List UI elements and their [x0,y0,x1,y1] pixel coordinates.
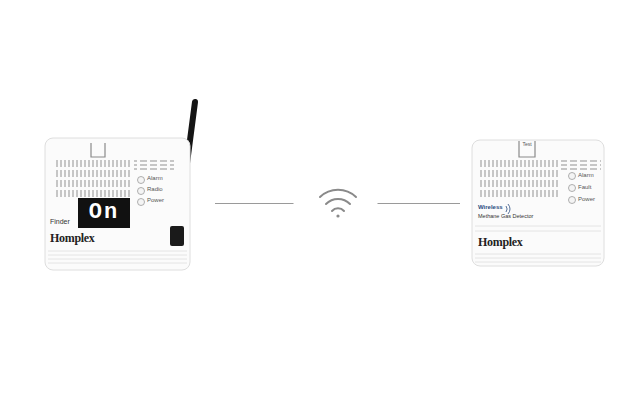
brand-logo: Homplex [50,232,95,246]
housing-line [475,226,601,227]
housing-line [475,254,601,255]
test-button [519,141,535,157]
finder-receiver-box: AlarmRadioPower OnFinderHomplex [45,138,190,270]
led-label: Fault [578,184,591,191]
finder-receiver [45,102,195,270]
vent-slots [134,158,174,172]
housing-line [475,231,601,232]
housing-line [475,262,601,263]
gas-detector-box: TestAlarmFaultPowerWirelessMethane Gas D… [472,140,604,266]
led-label: Power [147,197,164,204]
status-led [569,197,576,204]
top-notch [91,143,105,157]
wifi-arc [332,208,344,211]
wifi-arc [320,190,356,197]
device-body [472,140,604,266]
mini-wifi-icon [506,204,510,214]
housing-lines [48,251,187,263]
product-type: Wireless [478,204,503,211]
status-led [138,188,145,195]
wireless-link [215,203,460,204]
led-label: Alarm [147,175,163,182]
status-led [138,177,145,184]
wifi-arc [506,206,507,212]
housing-line [48,263,187,264]
product-name: Methane Gas Detector [478,213,533,219]
display-readout: On [78,198,130,228]
wifi-arc [508,204,510,214]
device-body [45,138,190,270]
vent-slots [55,158,131,198]
status-led [569,185,576,192]
button-label: Test [520,142,534,148]
led-label: Radio [147,186,163,193]
wifi-symbol [320,190,356,218]
status-led [138,199,145,206]
wifi-dot [336,214,339,217]
led-label: Alarm [578,172,594,179]
antenna-base [170,226,184,246]
vent-slots [478,160,558,200]
model-name: Finder [50,218,70,226]
brand-logo: Homplex [478,236,523,250]
vent-slots [561,158,601,170]
led-label: Power [578,196,595,203]
status-led [569,173,576,180]
gas-detector [472,140,604,266]
housing-line [48,251,187,252]
housing-line [48,255,187,256]
housing-lines [475,226,601,262]
housing-line [48,259,187,260]
wifi-arc [326,199,350,204]
lcd-display [78,198,130,228]
housing-line [475,258,601,259]
